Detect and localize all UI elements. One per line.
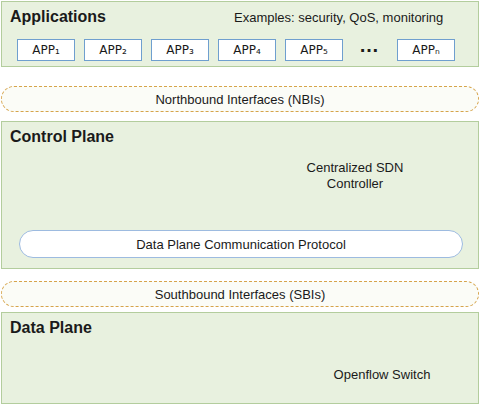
data-plane-layer: Data PlaneOpenflow Switch [1, 312, 479, 404]
box-label: APP₄ [233, 43, 261, 57]
box-label: APP₃ [166, 43, 194, 57]
box-label: APP₅ [300, 43, 328, 57]
app-box: APPₙ [397, 39, 455, 61]
app-box: APP₅ [285, 39, 343, 61]
layer-heading: Applications [10, 8, 106, 26]
layer-note: Examples: security, QoS, monitoring [234, 10, 443, 25]
layer-note: Centralized SDN Controller [294, 160, 416, 192]
box-label: APPₙ [412, 43, 439, 57]
box-label: APP₂ [99, 43, 127, 57]
app-box: APP₃ [151, 39, 209, 61]
box-label: Northbound Interfaces (NBIs) [155, 92, 324, 107]
box-label: Southbound Interfaces (SBIs) [155, 287, 326, 302]
layer-note: Openflow Switch [320, 367, 444, 382]
applications-layer: Applications Examples: security, QoS, mon… [1, 1, 479, 67]
app-box: APP₂ [84, 39, 142, 61]
layer-heading: Data Plane [10, 319, 92, 337]
app-box: APP₄ [218, 39, 276, 61]
app-box: APP₁ [17, 39, 75, 61]
box-label: Data Plane Communication Protocol [136, 237, 346, 252]
layer-heading: Control Plane [10, 128, 114, 146]
interface-band: Southbound Interfaces (SBIs) [1, 281, 479, 307]
protocol-box: Data Plane Communication Protocol [19, 230, 463, 258]
interface-band: Northbound Interfaces (NBIs) [1, 86, 479, 112]
ellipsis-label: … [349, 34, 389, 57]
box-label: APP₁ [32, 43, 60, 57]
control-plane-layer: Control PlaneCentralized SDN ControllerD… [1, 121, 479, 269]
